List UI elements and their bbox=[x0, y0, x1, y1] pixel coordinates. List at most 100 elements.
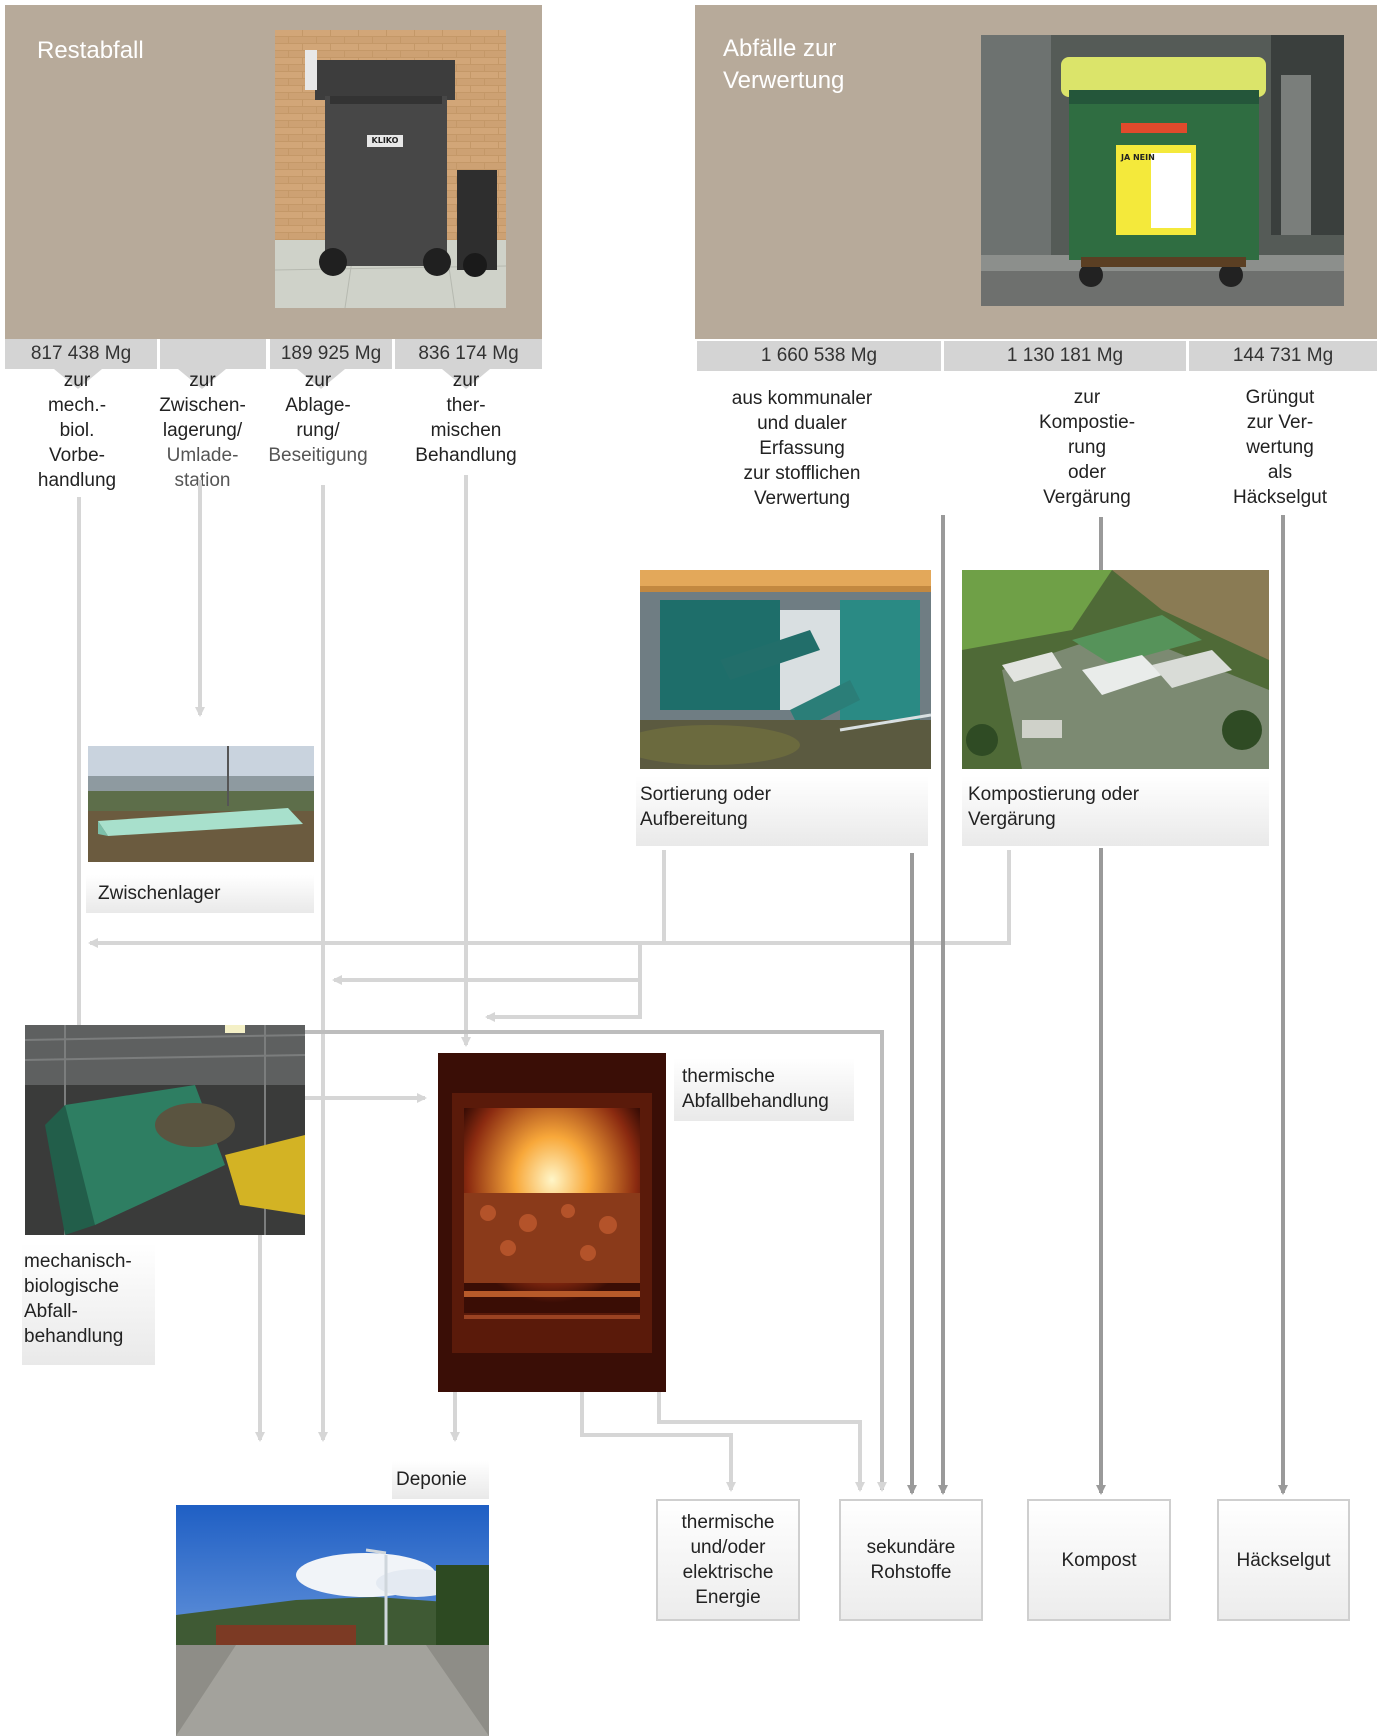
verwertung-title: Abfälle zur Verwertung bbox=[723, 33, 844, 97]
dest-line: zur stofflichen bbox=[743, 463, 861, 484]
dest-kompostierung: zur Kompostie- rung oder Vergärung bbox=[1018, 385, 1156, 510]
label-line: Aufbereitung bbox=[640, 809, 748, 830]
furnace-photo bbox=[438, 1053, 666, 1392]
quantity-ablagerung: 189 925 Mg bbox=[270, 339, 392, 369]
verwertung-title-line: Abfälle zur bbox=[723, 35, 837, 62]
quantity-zwischenlager bbox=[160, 339, 266, 369]
recycling-container-photo: JA NEIN bbox=[981, 35, 1344, 306]
output-line: und/oder bbox=[690, 1537, 766, 1558]
dest-line: Verwertung bbox=[753, 488, 851, 509]
dest-line: oder bbox=[1067, 462, 1107, 483]
pointer-triangle bbox=[442, 369, 490, 389]
dest-line: handlung bbox=[37, 470, 117, 491]
quantity-thermisch: 836 174 Mg bbox=[395, 339, 542, 369]
quantity-stofflich: 1 660 538 Mg bbox=[697, 341, 941, 371]
dest-line: Grüngut bbox=[1245, 387, 1315, 408]
dest-line: Häckselgut bbox=[1233, 487, 1327, 508]
waste-bin-photo: KLIKO bbox=[275, 30, 506, 308]
zwischenlager-photo bbox=[88, 746, 314, 862]
dest-stofflich: aus kommunaler und dualer Erfassung zur … bbox=[702, 386, 902, 511]
dest-line: zur bbox=[452, 370, 480, 391]
dest-line: mech.- bbox=[47, 395, 107, 416]
dest-zwischenlager: zur Zwischen- lagerung/ Umlade- station bbox=[145, 368, 260, 493]
label-line: Sortierung oder bbox=[640, 784, 771, 805]
mba-label: mechanisch- biologische Abfall- behandlu… bbox=[22, 1243, 155, 1365]
dest-line: Beseitigung bbox=[268, 445, 368, 466]
dest-line: Behandlung bbox=[415, 445, 517, 466]
dest-line: Vergärung bbox=[1043, 487, 1131, 508]
output-haeckselgut: Häckselgut bbox=[1217, 1499, 1350, 1621]
sortierung-label: Sortierung oder Aufbereitung bbox=[636, 776, 928, 846]
kompostierung-photo bbox=[962, 570, 1269, 769]
dest-gruengut: Grüngut zur Ver- wertung als Häckselgut bbox=[1220, 385, 1340, 510]
dest-line: rung/ bbox=[296, 420, 340, 441]
label-line: mechanisch- bbox=[24, 1251, 132, 1272]
output-line: Rohstoffe bbox=[870, 1562, 952, 1583]
label-line: biologische bbox=[24, 1276, 120, 1297]
output-line: elektrische bbox=[682, 1562, 774, 1583]
label-line: Abfallbehandlung bbox=[682, 1091, 829, 1112]
pointer-triangle bbox=[297, 369, 345, 389]
dest-line: Kompostie- bbox=[1038, 412, 1136, 433]
dest-line: zur bbox=[63, 370, 91, 391]
deponie-label: Deponie bbox=[392, 1461, 489, 1499]
dest-line: lagerung/ bbox=[162, 420, 243, 441]
flow-line bbox=[664, 850, 1011, 945]
dest-line: als bbox=[1267, 462, 1293, 483]
quantity-kompostierung: 1 130 181 Mg bbox=[944, 341, 1186, 371]
dest-line: wertung bbox=[1246, 437, 1314, 458]
output-line: Energie bbox=[695, 1587, 761, 1608]
pointer-triangle bbox=[54, 369, 102, 389]
container-sign-text: JA NEIN bbox=[1121, 153, 1155, 162]
dest-thermisch: zur ther- mischen Behandlung bbox=[404, 368, 528, 468]
dest-line: Umlade- bbox=[166, 445, 239, 466]
sortierung-photo bbox=[640, 570, 931, 769]
dest-line: zur bbox=[304, 370, 332, 391]
flow-line bbox=[305, 1030, 887, 1492]
dest-line: Zwischen- bbox=[159, 395, 246, 416]
dest-line: Ablage- bbox=[285, 395, 351, 416]
thermisch-label: thermische Abfallbehandlung bbox=[674, 1058, 854, 1121]
restabfall-panel: Restabfall bbox=[5, 5, 542, 339]
verwertung-title-line: Verwertung bbox=[723, 67, 845, 94]
quantity-gruengut: 144 731 Mg bbox=[1189, 341, 1377, 371]
output-line: sekundäre bbox=[866, 1537, 956, 1558]
quantity-mba: 817 438 Mg bbox=[5, 339, 157, 369]
dest-ablagerung: zur Ablage- rung/ Beseitigung bbox=[258, 368, 378, 468]
label-line: Vergärung bbox=[968, 809, 1056, 830]
label-line: Kompostierung oder bbox=[968, 784, 1140, 805]
dest-line: Erfassung bbox=[759, 438, 845, 459]
dest-mba: zur mech.- biol. Vorbe- handlung bbox=[22, 368, 132, 493]
flow-line bbox=[485, 980, 642, 1022]
dest-line: station bbox=[174, 470, 231, 491]
dest-line: mischen bbox=[430, 420, 502, 441]
label-line: Abfall- bbox=[24, 1301, 78, 1322]
kompostierung-label: Kompostierung oder Vergärung bbox=[962, 776, 1269, 846]
deponie-photo bbox=[176, 1505, 489, 1736]
bin-brand-label: KLIKO bbox=[371, 136, 399, 145]
pointer-triangle bbox=[178, 369, 226, 389]
mba-photo bbox=[25, 1025, 305, 1235]
output-energie: thermische und/oder elektrische Energie bbox=[656, 1499, 800, 1621]
dest-line: zur bbox=[1073, 387, 1101, 408]
dest-line: Vorbe- bbox=[49, 445, 105, 466]
restabfall-title: Restabfall bbox=[37, 37, 144, 64]
output-kompost: Kompost bbox=[1027, 1499, 1171, 1621]
dest-line: rung bbox=[1067, 437, 1107, 458]
dest-line: aus kommunaler bbox=[731, 388, 873, 409]
output-line: thermische bbox=[681, 1512, 775, 1533]
flow-line bbox=[332, 943, 642, 985]
zwischenlager-label: Zwischenlager bbox=[86, 875, 314, 913]
dest-line: ther- bbox=[446, 395, 486, 416]
flow-line bbox=[580, 1392, 736, 1492]
label-line: behandlung bbox=[24, 1326, 124, 1347]
output-rohstoffe: sekundäre Rohstoffe bbox=[839, 1499, 983, 1621]
dest-line: und dualer bbox=[757, 413, 847, 434]
dest-line: zur bbox=[189, 370, 216, 391]
flow-line bbox=[657, 1392, 865, 1492]
dest-line: zur Ver- bbox=[1246, 412, 1314, 433]
dest-line: biol. bbox=[59, 420, 95, 441]
label-line: thermische bbox=[682, 1066, 775, 1087]
verwertung-panel: Abfälle zur Verwertung JA NEIN bbox=[695, 5, 1377, 339]
